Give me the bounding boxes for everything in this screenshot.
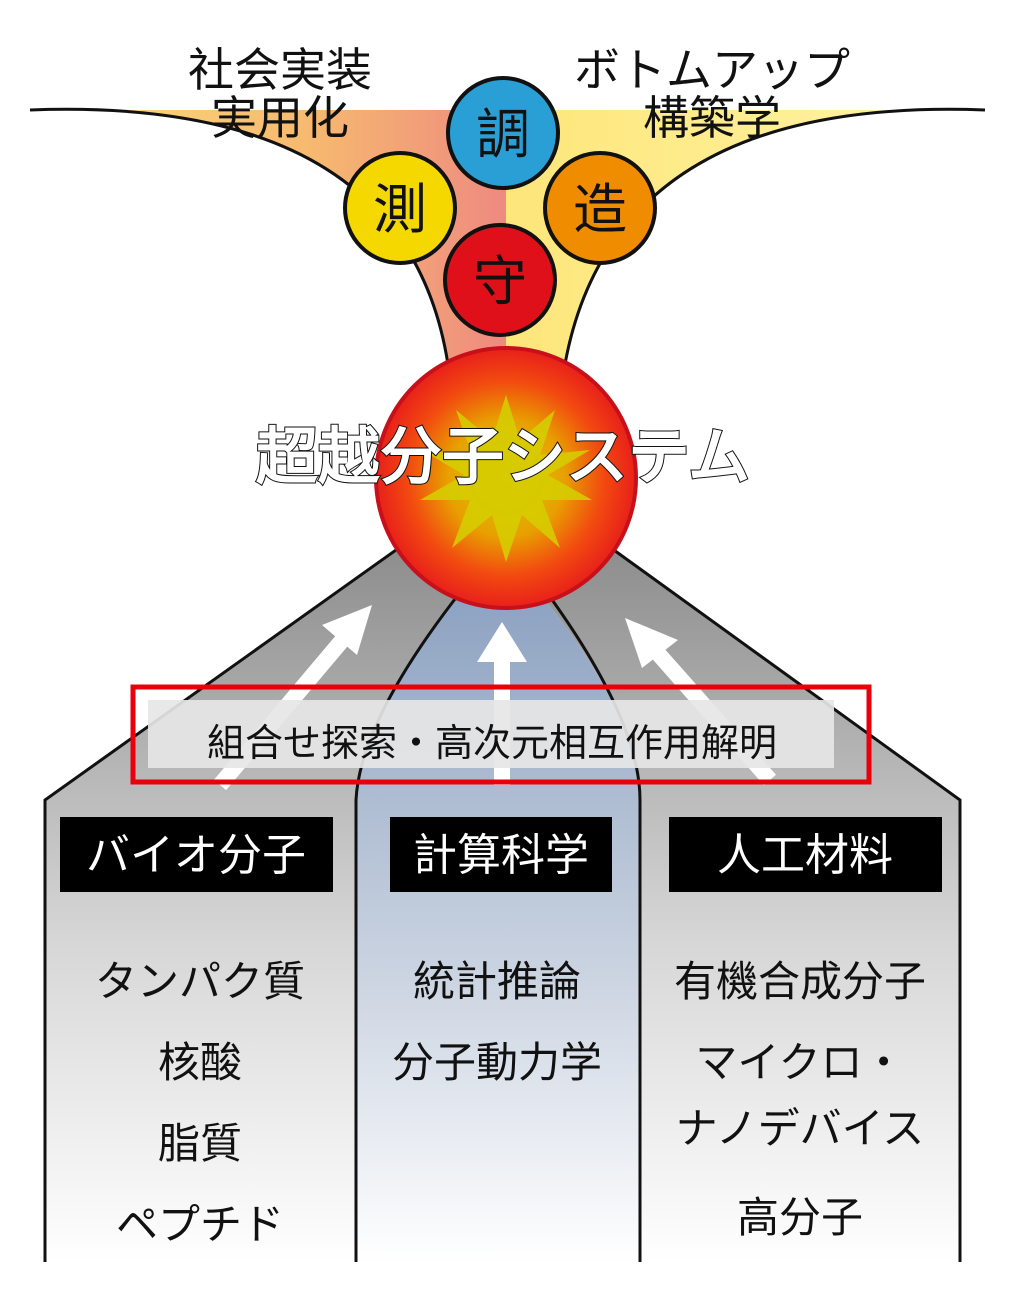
label-bottom-up: ボトムアップ	[574, 43, 850, 97]
interaction-banner: 組合せ探索・高次元相互作用解明	[130, 684, 872, 785]
column-artificial-item: 有機合成分子	[674, 957, 926, 1006]
circle-mamoru: 守	[443, 223, 557, 337]
column-computational: 計算科学 統計推論 分子動力学	[390, 817, 612, 1087]
column-bio-item: 核酸	[158, 1038, 242, 1087]
column-bio-item: ペプチド	[116, 1200, 284, 1249]
core-sphere	[374, 346, 638, 610]
circle-zo-label: 造	[573, 178, 627, 241]
burst-icon	[420, 395, 592, 562]
label-social-implementation: 社会実装	[188, 43, 372, 97]
column-computational-header: 計算科学	[413, 830, 589, 881]
label-constructive-science: 構築学	[643, 91, 781, 145]
column-bio-header: バイオ分子	[86, 830, 306, 881]
circle-mamoru-label: 守	[473, 250, 527, 313]
column-computational-item: 統計推論	[413, 957, 581, 1006]
column-computational-item: 分子動力学	[392, 1038, 602, 1087]
circle-cho: 調	[446, 76, 560, 190]
column-artificial: 人工材料 有機合成分子 マイクロ・ ナノデバイス 高分子	[669, 817, 942, 1242]
column-artificial-header: 人工材料	[717, 830, 893, 881]
column-artificial-item: 高分子	[737, 1193, 863, 1242]
banner-label: 組合せ探索・高次元相互作用解明	[207, 721, 777, 765]
circle-soku: 測	[343, 151, 457, 265]
column-artificial-item: マイクロ・	[695, 1038, 904, 1087]
column-bio-item: 脂質	[158, 1119, 242, 1168]
circle-cho-label: 調	[476, 103, 530, 166]
circle-soku-label: 測	[373, 178, 427, 241]
column-bio: バイオ分子 タンパク質 核酸 脂質 ペプチド	[60, 817, 333, 1249]
column-bio-item: タンパク質	[95, 957, 305, 1006]
circle-zo: 造	[543, 151, 657, 265]
label-practical-use: 実用化	[211, 91, 349, 145]
column-artificial-item: ナノデバイス	[676, 1104, 925, 1153]
core-title: 超越分子システム	[256, 420, 750, 493]
